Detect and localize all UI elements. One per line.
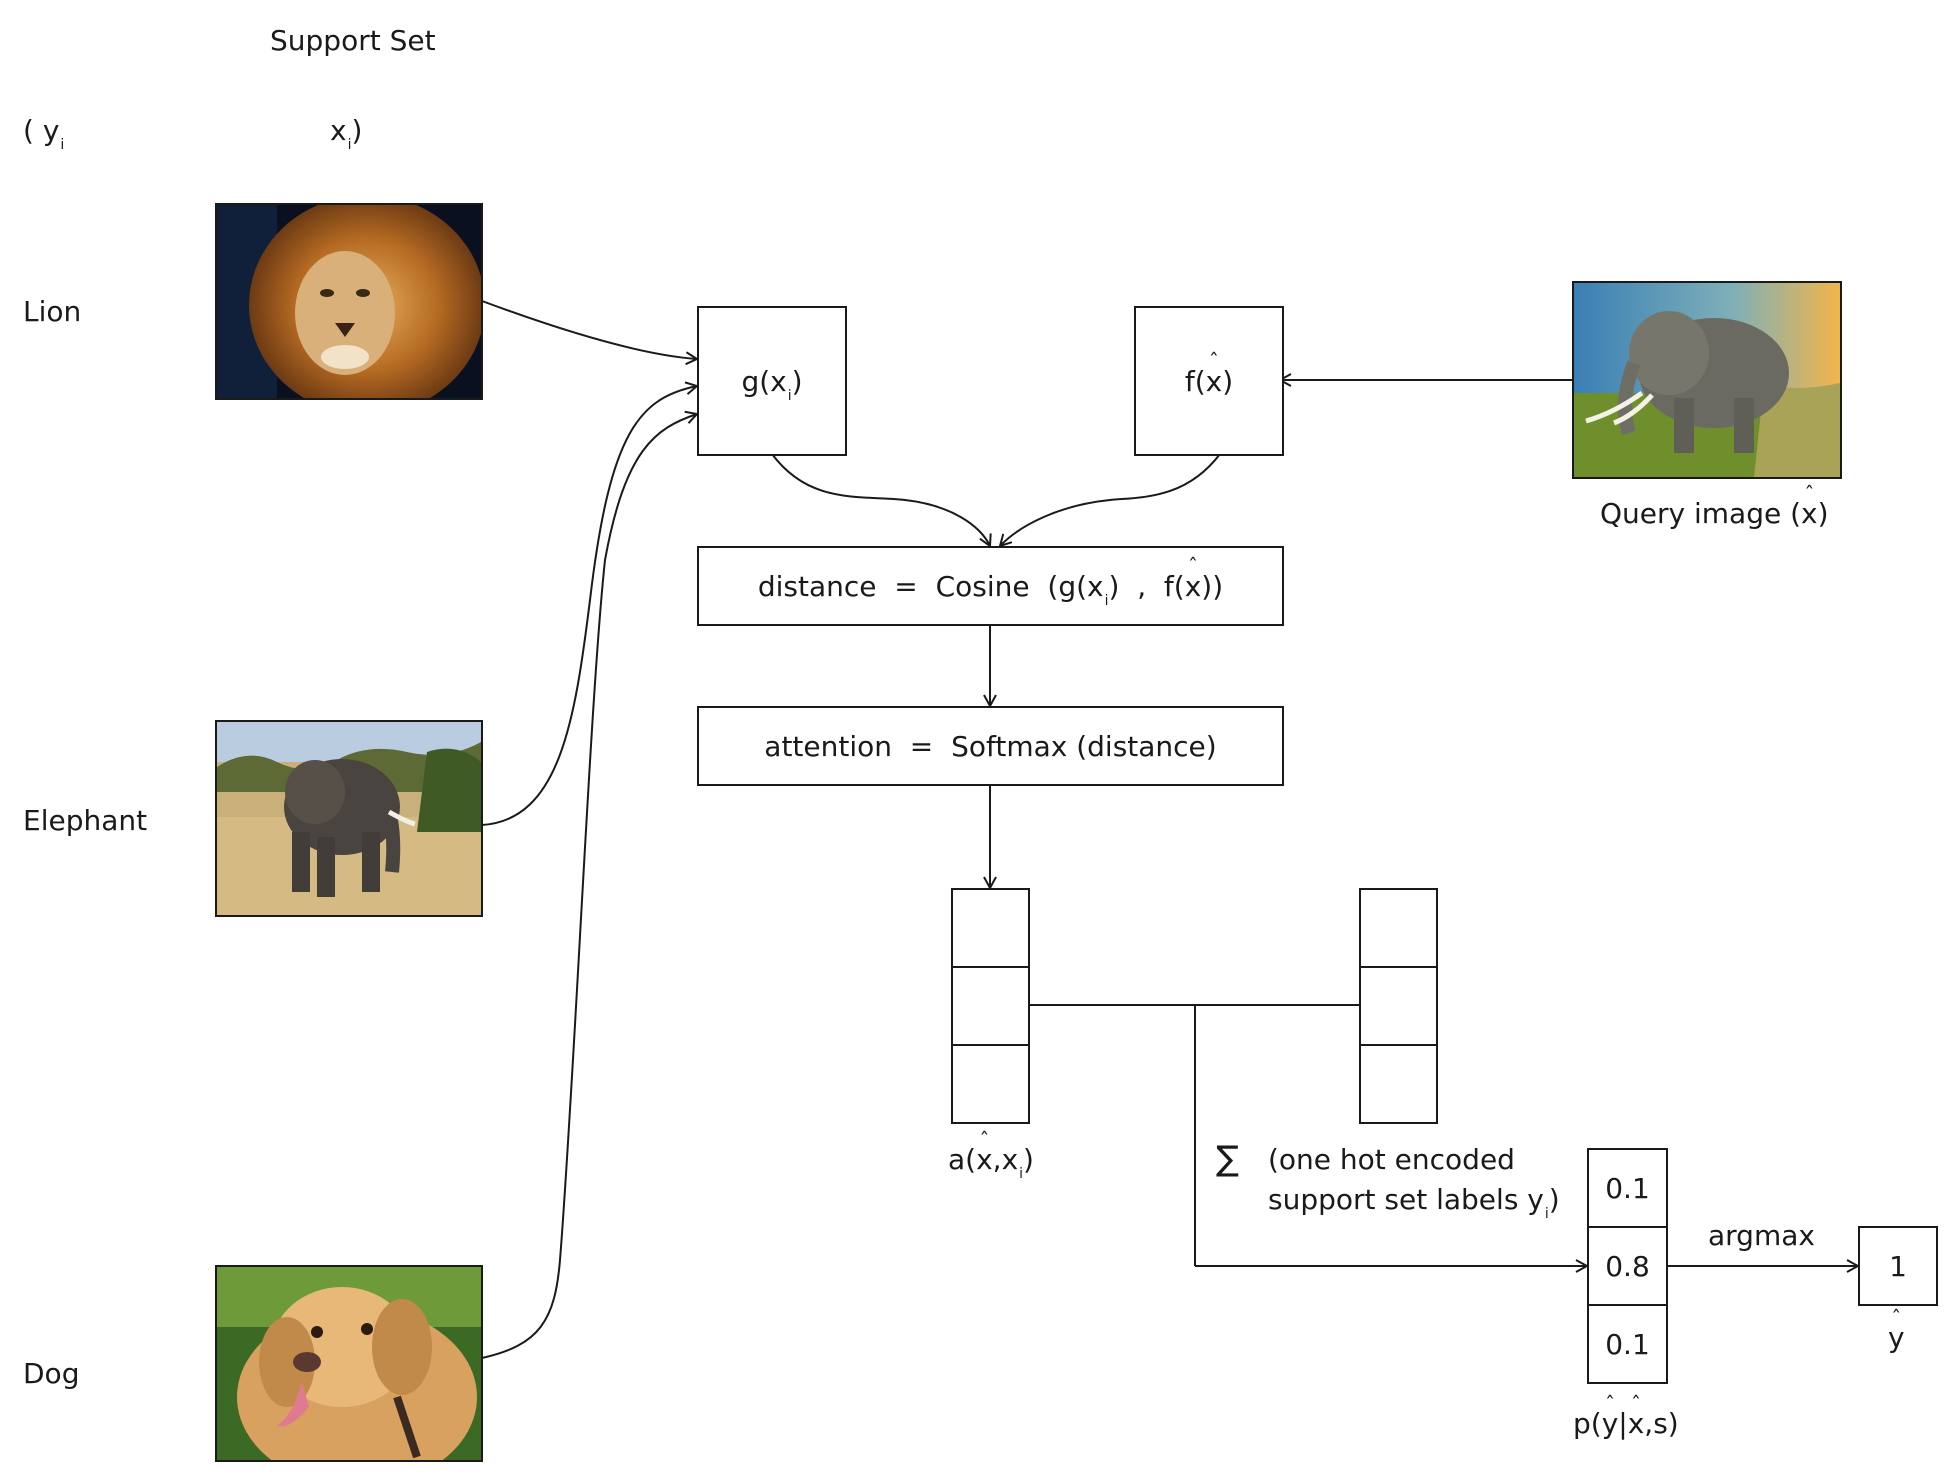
label-vector-cell	[1359, 966, 1438, 1046]
argmax-label: argmax	[1708, 1219, 1815, 1252]
label-elephant: Elephant	[23, 804, 148, 837]
attention-vector-cell	[951, 966, 1030, 1046]
sum-symbol: ∑	[1216, 1139, 1239, 1179]
lion-to-g-arrow	[481, 300, 697, 359]
attention-vector-cell	[951, 888, 1030, 968]
dog-image	[215, 1265, 483, 1462]
support-tuple-open: ( yi	[23, 114, 65, 153]
output-box: 1	[1858, 1226, 1938, 1306]
label-vector-cell	[1359, 1044, 1438, 1124]
query-elephant-image	[1572, 281, 1842, 479]
lion-image	[215, 203, 483, 400]
elephant-to-g-arrow	[481, 386, 697, 826]
output-caption: y	[1888, 1324, 1905, 1352]
probability-caption: p(y|x,s)	[1573, 1410, 1679, 1438]
probability-cell: 0.1	[1587, 1304, 1668, 1384]
f-embedding-box: f(x)	[1134, 306, 1284, 456]
f-to-distance-arrow	[1000, 453, 1221, 546]
elephant-image	[215, 720, 483, 917]
dog-to-g-arrow	[481, 414, 697, 1359]
probability-cell: 0.1	[1587, 1148, 1668, 1228]
sum-note-line1: (one hot encoded	[1268, 1143, 1515, 1176]
g-embedding-box: g(xi)	[697, 306, 847, 456]
query-image-caption: Query image (x)	[1600, 500, 1829, 528]
support-set-title: Support Set	[270, 24, 436, 57]
attention-box: attention = Softmax (distance)	[697, 706, 1284, 786]
attention-vector-cell	[951, 1044, 1030, 1124]
support-tuple-close: xi)	[330, 114, 363, 153]
g-to-distance-arrow	[771, 453, 990, 546]
sum-note-line2: support set labels yi)	[1268, 1183, 1560, 1222]
probability-cell: 0.8	[1587, 1226, 1668, 1306]
label-lion: Lion	[23, 295, 82, 328]
label-vector-cell	[1359, 888, 1438, 968]
distance-box: distance = Cosine (g(xi) , f(x))	[697, 546, 1284, 626]
label-dog: Dog	[23, 1357, 80, 1390]
attention-vector-caption: a(x,xi)	[948, 1146, 1034, 1182]
